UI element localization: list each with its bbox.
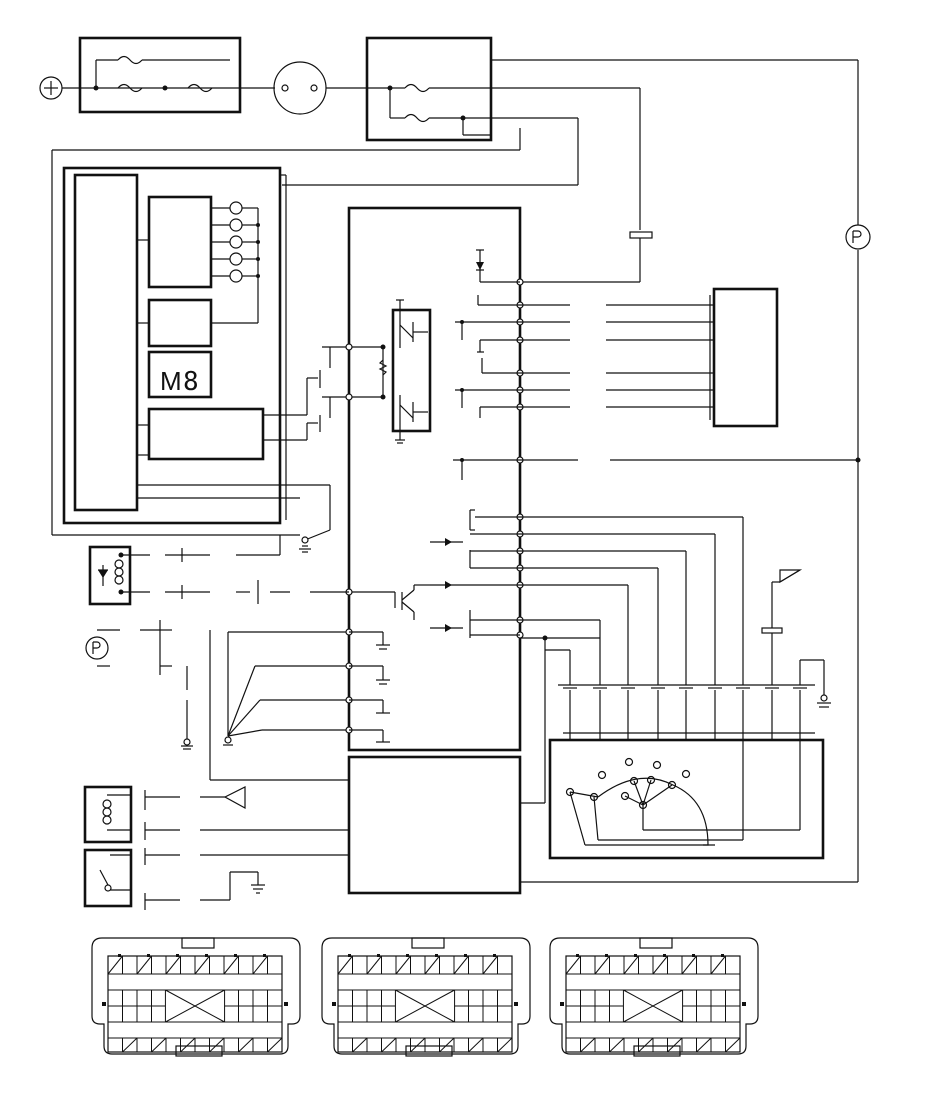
ecu-input-circuits (453, 249, 520, 480)
sensor-box-wires (520, 304, 858, 461)
fuse-box-main (78, 36, 242, 114)
driver-transistor (345, 584, 430, 620)
fuse-box-secondary (365, 36, 640, 142)
transistor-module (391, 299, 432, 444)
junction-connector (520, 231, 653, 283)
meter-ecu-links (263, 346, 348, 553)
connector-1-shell (91, 937, 301, 1055)
combination-meter (62, 166, 330, 525)
meter-display-letter: M (160, 366, 182, 396)
relay-2 (83, 785, 133, 844)
connector-3-latch (639, 937, 673, 949)
ignitor-box (548, 732, 825, 860)
right-harness-wires (520, 516, 831, 708)
connector-3-lock-left (560, 1002, 564, 1006)
meter-display-digit: 8 (183, 367, 199, 397)
ecu-grounds (349, 631, 390, 743)
connector-1-lock-right (284, 1002, 288, 1006)
ignition-switch (273, 61, 327, 115)
sensor-connector-right (845, 224, 871, 250)
connector-3-lock-right (742, 1002, 746, 1006)
ground-left (181, 738, 193, 750)
connector-2-lock-left (332, 1002, 336, 1006)
connector-2-key (405, 1045, 453, 1057)
battery-terminal (39, 76, 63, 100)
connector-1-latch (181, 937, 215, 949)
sensor-module-right (712, 287, 779, 428)
connector-views (91, 937, 759, 1057)
connector-2-shell (321, 937, 531, 1055)
connector-1-key (175, 1045, 223, 1057)
connector-3-shell (549, 937, 759, 1055)
connector-1-lock-left (102, 1002, 106, 1006)
connector-2-latch (411, 937, 445, 949)
connector-rail (558, 684, 815, 740)
connector-2-lock-right (514, 1002, 518, 1006)
sensor-connector-left (85, 620, 188, 740)
ecu-lower-circuits (430, 509, 520, 638)
connector-3-key (633, 1045, 681, 1057)
relay-3 (83, 848, 133, 908)
